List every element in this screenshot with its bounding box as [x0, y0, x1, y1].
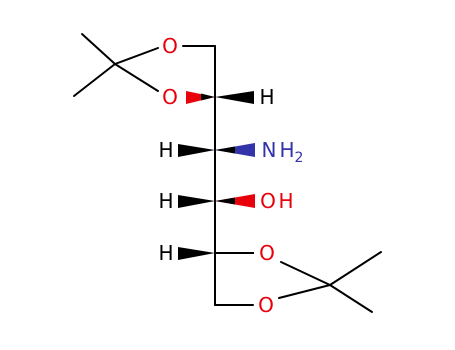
wedge-c2-o-base [201, 93, 215, 101]
atom-h-c3: H [158, 138, 173, 162]
wedge-c3-n-base [215, 146, 235, 154]
bond-o-right-cq [280, 261, 331, 286]
bond-methyl-bottom-2 [329, 284, 373, 313]
atom-o-top-ring: O [162, 34, 178, 58]
bond-methyl-top-1 [81, 33, 116, 65]
wedge-c5-h [178, 247, 215, 260]
wedge-c4-h [178, 195, 215, 208]
wedge-c2-h [215, 91, 254, 104]
wedge-c3-h [178, 144, 215, 157]
atom-o-ring-left: O [162, 85, 178, 109]
atom-h-hydroxyl: H [278, 189, 293, 213]
atom-labels: O O H H N H 2 H O H H O O [158, 34, 303, 317]
atom-o-hydroxyl: O [260, 189, 276, 213]
atom-o-ring-right: O [259, 241, 275, 265]
bond-o-bottom-cq [278, 284, 331, 299]
atom-h-c4: H [158, 189, 173, 213]
atom-h-amine: H [279, 138, 294, 162]
wedge-c4-o-base [215, 197, 235, 205]
atom-h-c2: H [259, 85, 274, 109]
atom-o-bottom-ring: O [258, 293, 274, 317]
bond-cq-o-left [114, 63, 159, 92]
atom-n-amine: N [262, 138, 277, 162]
bond-methyl-top-2 [73, 63, 116, 97]
bonds [73, 33, 382, 313]
atom-h-c5: H [158, 241, 173, 265]
bond-cq-o-top [114, 47, 159, 65]
wedge-bonds [178, 91, 255, 260]
bond-methyl-bottom-1 [329, 251, 382, 286]
atom-h2-subscript: 2 [295, 150, 304, 166]
wedge-c2-o [186, 91, 215, 104]
